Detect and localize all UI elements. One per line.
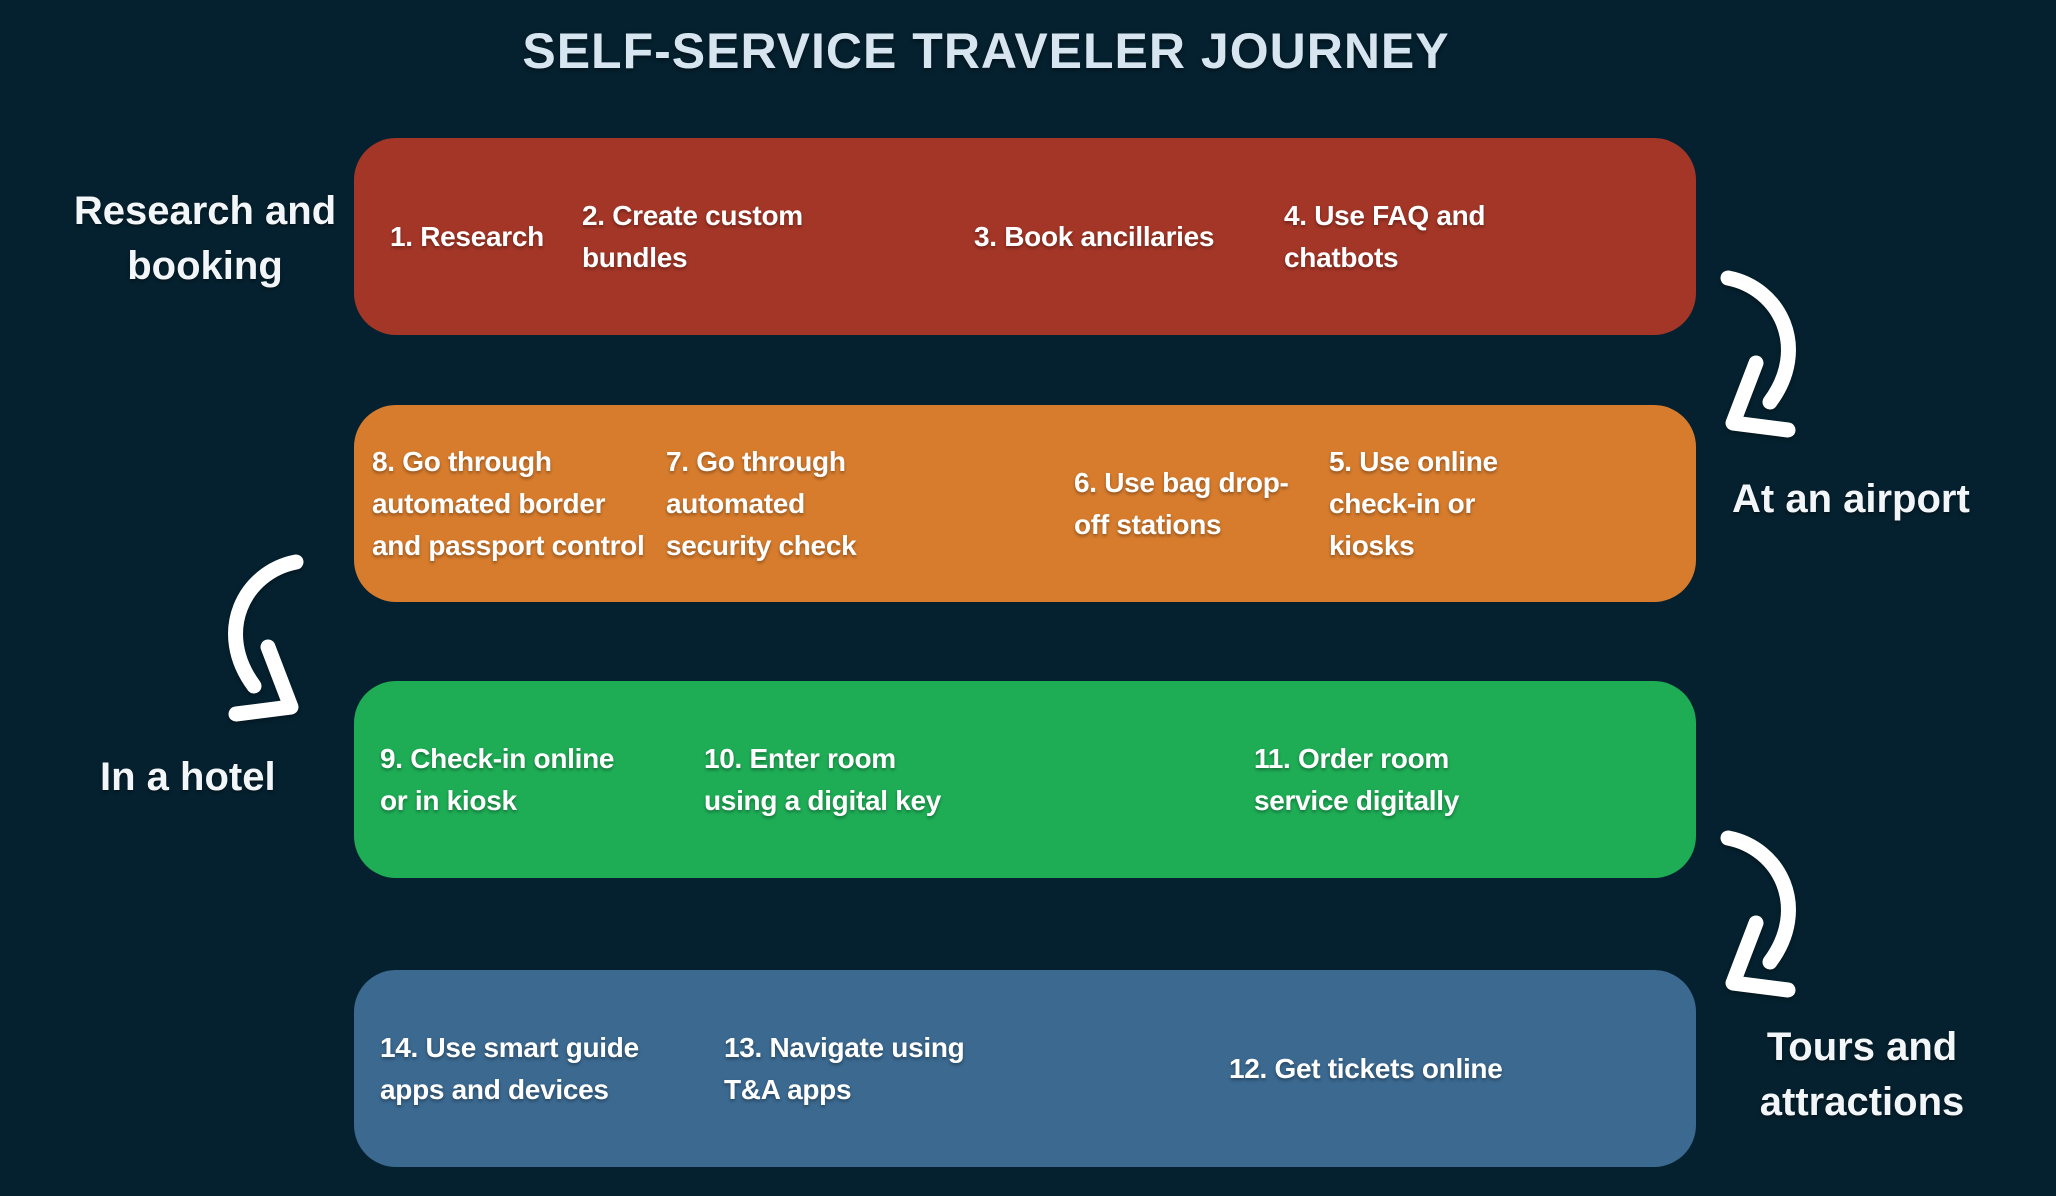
step-14-smart-guide-apps-devices: 14. Use smart guide apps and devices (380, 1031, 639, 1105)
step-7-automated-security-check: 7. Go through automated security check (666, 445, 857, 561)
step-10-enter-room-digital-key: 10. Enter room using a digital key (704, 742, 942, 816)
step-3-book-ancillaries: 3. Book ancillaries (974, 220, 1215, 252)
stage-label-research-and-booking: Research and booking (73, 189, 337, 288)
stage-label-at-an-airport: At an airport (1732, 477, 1970, 521)
step-13-navigate-using-ta-apps: 13. Navigate using T&A apps (724, 1031, 965, 1105)
stage-band-at-an-airport: 8. Go through automated border and passp… (354, 405, 1696, 602)
curved-arrow-down-left-icon (1720, 830, 1796, 998)
curved-arrow-down-left-icon (1720, 270, 1796, 438)
step-8-automated-border-passport-control: 8. Go through automated border and passp… (372, 445, 645, 561)
page-title: SELF-SERVICE TRAVELER JOURNEY (522, 23, 1450, 79)
stage-band-in-a-hotel: 9. Check-in online or in kiosk 10. Enter… (354, 681, 1696, 878)
stage-label-tours-and-attractions: Tours and attractions (1759, 1025, 1965, 1124)
step-6-bag-drop-off-stations: 6. Use bag drop- off stations (1074, 466, 1289, 540)
stage-band-tours-and-attractions: 14. Use smart guide apps and devices 13.… (354, 970, 1696, 1167)
step-4-use-faq-and-chatbots: 4. Use FAQ and chatbots (1284, 199, 1486, 273)
step-12-get-tickets-online: 12. Get tickets online (1229, 1052, 1503, 1084)
stage-label-in-a-hotel: In a hotel (100, 755, 276, 799)
step-2-create-custom-bundles: 2. Create custom bundles (582, 199, 803, 273)
curved-arrow-down-right-icon (228, 554, 304, 722)
stage-band-research-and-booking: 1. Research 2. Create custom bundles 3. … (354, 138, 1696, 335)
step-11-order-room-service-digitally: 11. Order room service digitally (1254, 742, 1460, 816)
step-1-research: 1. Research (390, 220, 544, 252)
step-9-check-in-online-or-kiosk: 9. Check-in online or in kiosk (380, 742, 615, 816)
step-5-online-check-in-or-kiosks: 5. Use online check-in or kiosks (1329, 445, 1498, 561)
